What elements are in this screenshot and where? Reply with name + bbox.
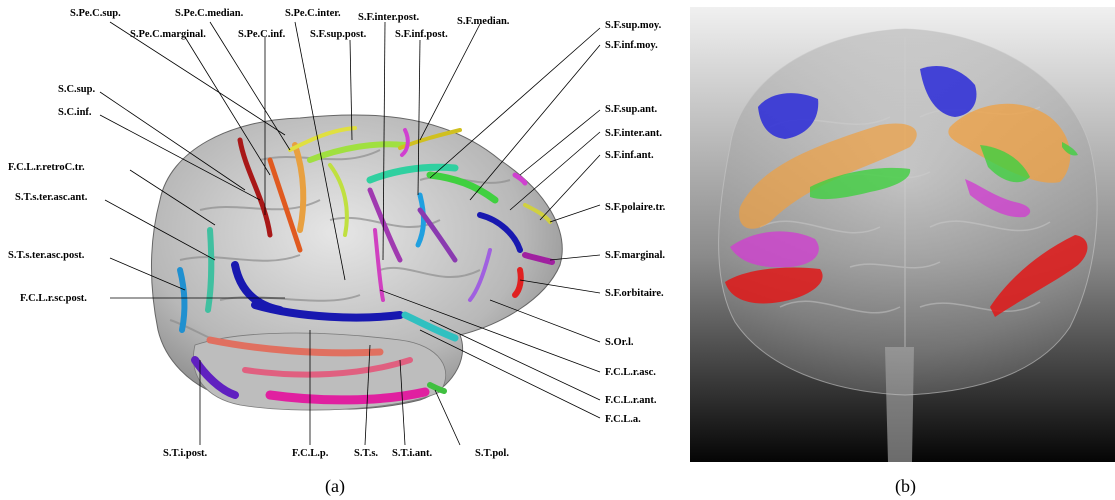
label-f-c-l-r-asc: F.C.L.r.asc. — [605, 367, 656, 378]
label-s-f-sup-ant: S.F.sup.ant. — [605, 104, 658, 115]
caption-a: (a) — [325, 476, 345, 497]
label-s-f-orbitaire: S.F.orbitaire. — [605, 288, 664, 299]
label-f-c-l-p: F.C.L.p. — [292, 448, 329, 459]
label-s-pe-c-marginal: S.Pe.C.marginal. — [130, 29, 206, 40]
label-s-t-pol: S.T.pol. — [475, 448, 509, 459]
label-s-f-inter-ant: S.F.inter.ant. — [605, 128, 662, 139]
label-s-t-s-ter-asc-post: S.T.s.ter.asc.post. — [8, 250, 85, 261]
label-f-c-l-r-sc-post: F.C.L.r.sc.post. — [20, 293, 87, 304]
label-s-f-marginal: S.F.marginal. — [605, 250, 665, 261]
label-s-f-inf-post: S.F.inf.post. — [395, 29, 448, 40]
label-s-pe-c-inf: S.Pe.C.inf. — [238, 29, 286, 40]
label-s-f-inter-post: S.F.inter.post. — [358, 12, 419, 23]
label-f-c-l-r-retroc-tr: F.C.L.r.retroC.tr. — [8, 162, 85, 173]
label-s-or-l: S.Or.l. — [605, 337, 634, 348]
label-s-t-s: S.T.s. — [354, 448, 378, 459]
label-s-f-polaire-tr: S.F.polaire.tr. — [605, 202, 666, 213]
panel-a-brain-diagram: S.Pe.C.sup. S.Pe.C.median. S.Pe.C.inter.… — [0, 0, 700, 470]
label-f-c-l-a: F.C.L.a. — [605, 414, 641, 425]
label-s-f-inf-moy: S.F.inf.moy. — [605, 40, 658, 51]
label-s-f-inf-ant: S.F.inf.ant. — [605, 150, 654, 161]
label-s-f-sup-moy: S.F.sup.moy. — [605, 20, 662, 31]
label-s-f-sup-post: S.F.sup.post. — [310, 29, 367, 40]
panel-b-3d-render — [690, 7, 1115, 462]
label-f-c-l-r-ant: F.C.L.r.ant. — [605, 395, 657, 406]
label-s-t-s-ter-asc-ant: S.T.s.ter.asc.ant. — [15, 192, 88, 203]
label-s-c-sup: S.C.sup. — [58, 84, 95, 95]
label-s-t-i-ant: S.T.i.ant. — [392, 448, 432, 459]
label-s-pe-c-sup: S.Pe.C.sup. — [70, 8, 121, 19]
label-s-c-inf: S.C.inf. — [58, 107, 92, 118]
caption-b: (b) — [895, 476, 916, 497]
panel-b-svg — [690, 7, 1115, 462]
label-s-pe-c-inter: S.Pe.C.inter. — [285, 8, 341, 19]
label-s-pe-c-median: S.Pe.C.median. — [175, 8, 244, 19]
label-s-t-i-post: S.T.i.post. — [163, 448, 208, 459]
label-s-f-median: S.F.median. — [457, 16, 510, 27]
